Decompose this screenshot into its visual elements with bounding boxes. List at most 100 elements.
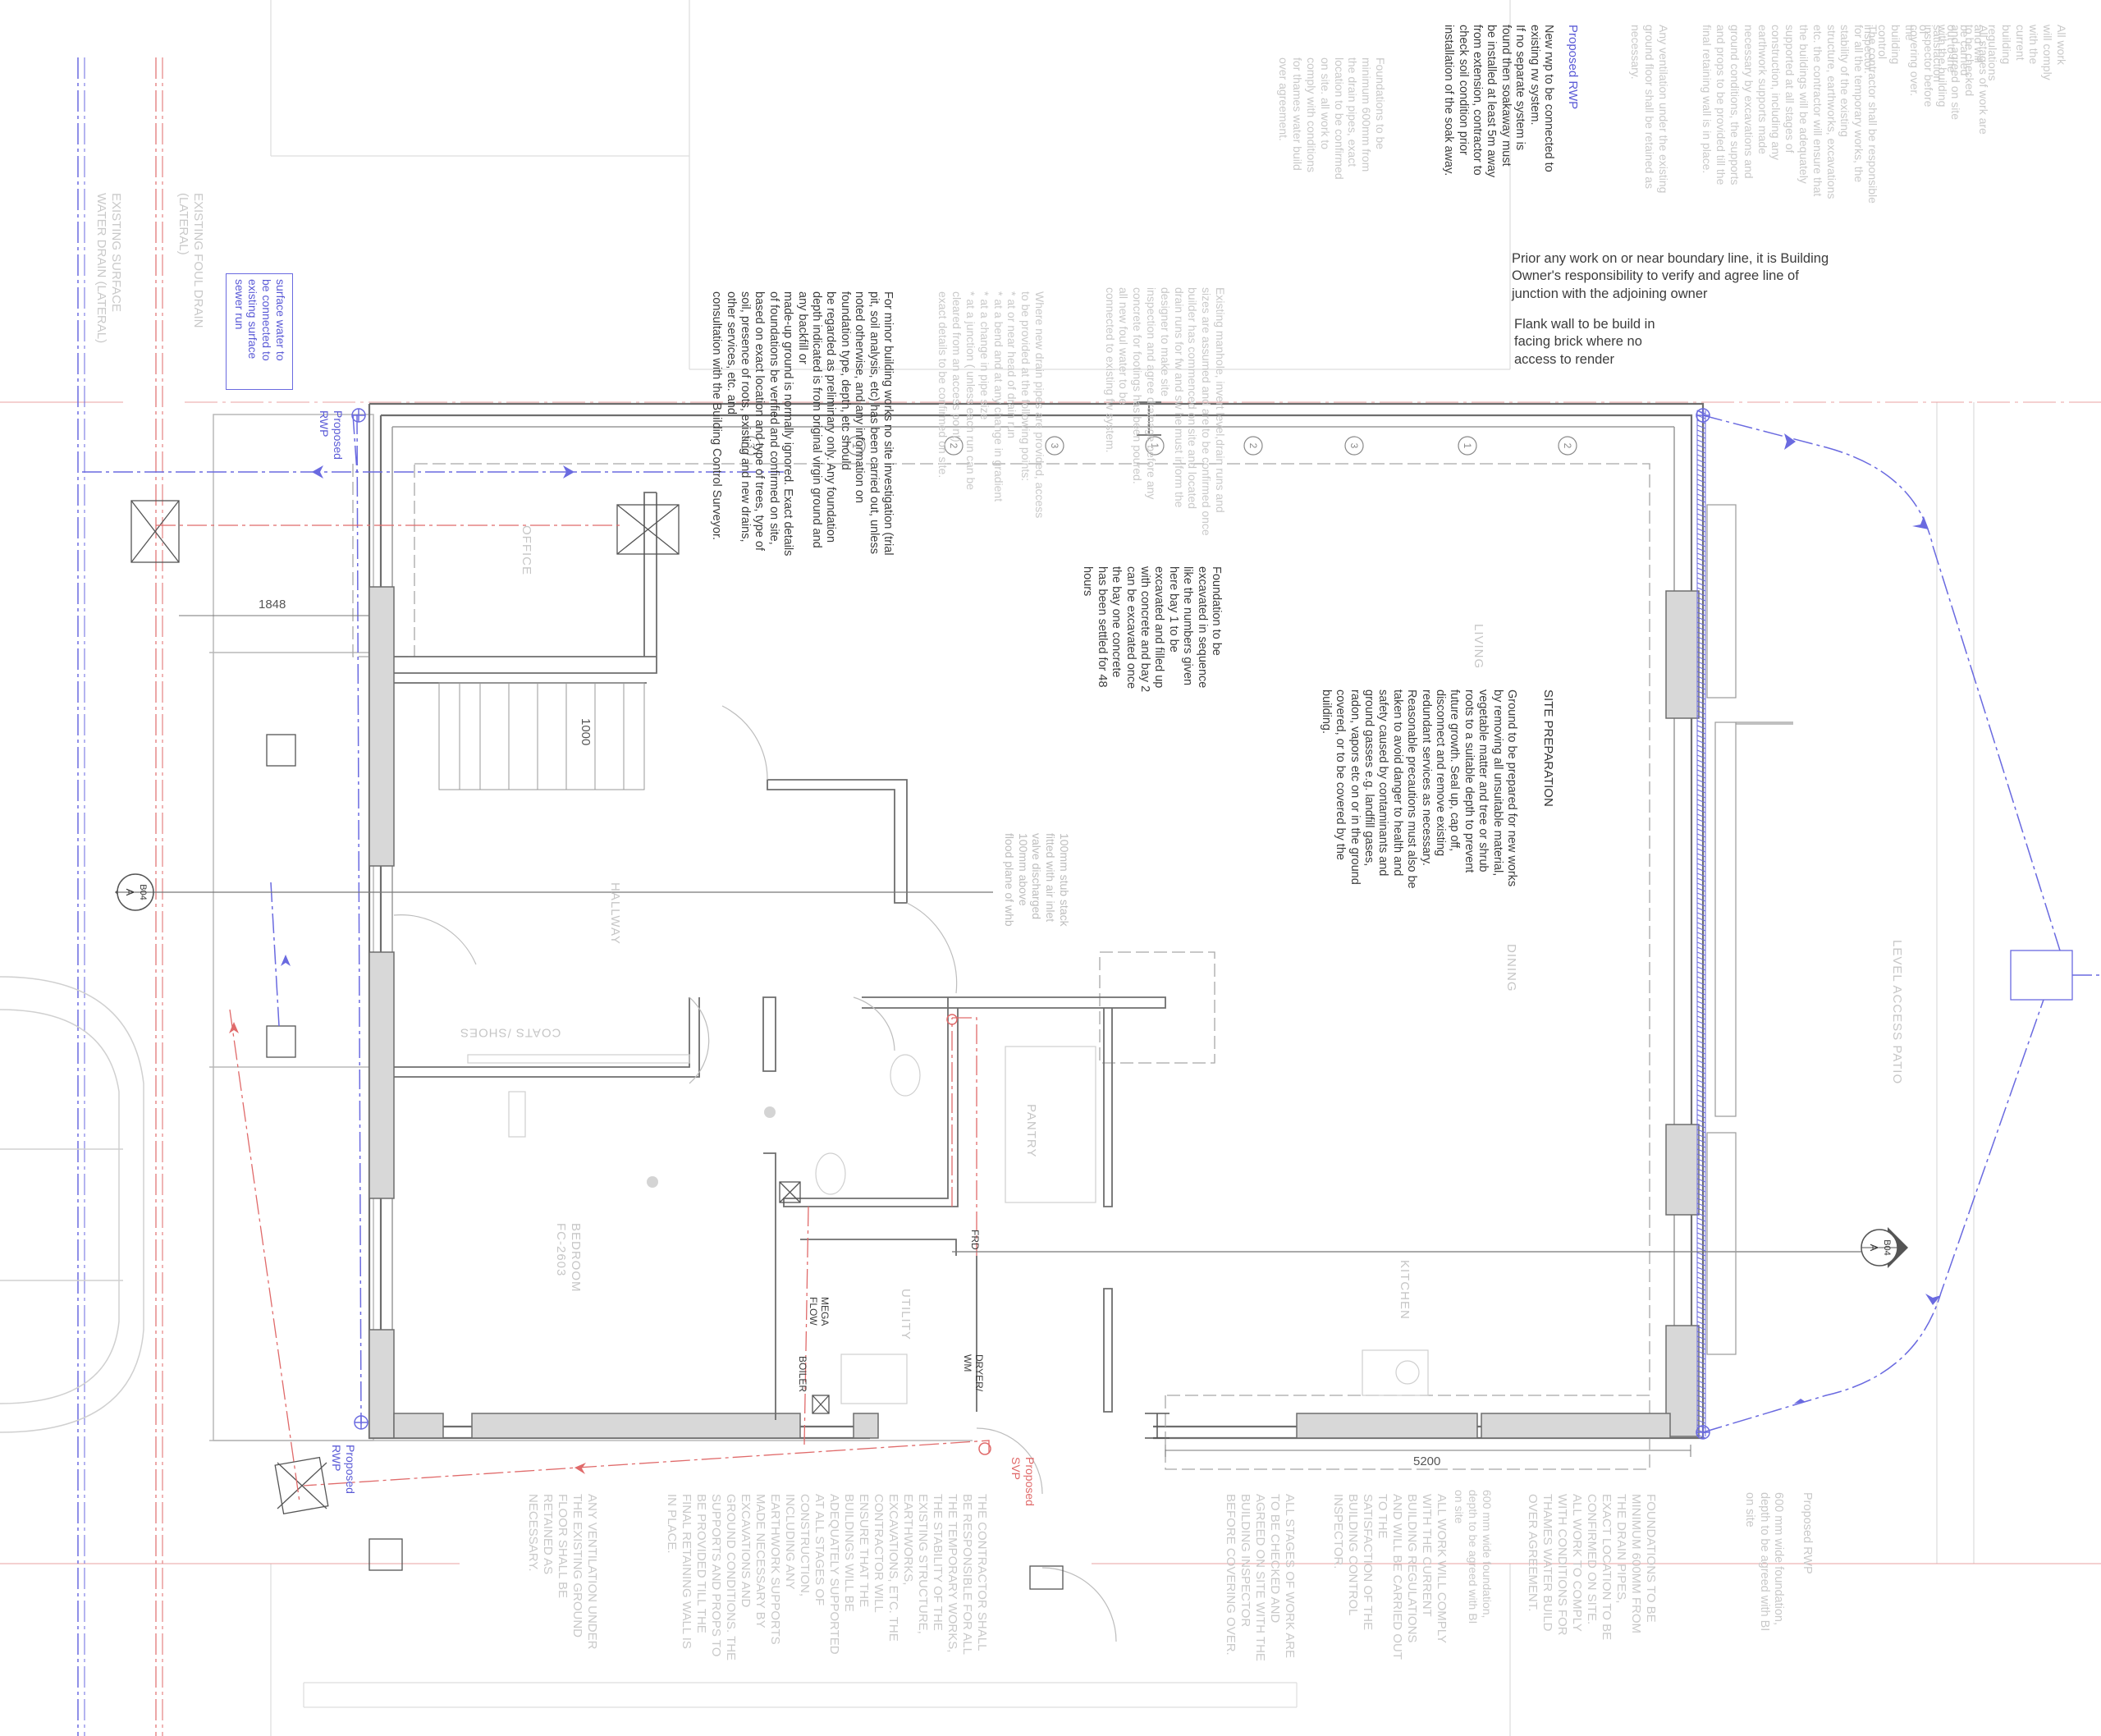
room-pantry: PANTRY: [1024, 1104, 1038, 1158]
cavity-hatch-line: [1696, 735, 1706, 740]
cavity-hatch-line: [1696, 784, 1706, 789]
cavity-hatch-line: [1696, 597, 1706, 602]
room-hallway: HALLWAY: [608, 882, 622, 945]
area-level-access-patio: LEVEL ACCESS PATIO: [1890, 940, 1904, 1085]
cavity-hatch-line: [1696, 572, 1706, 577]
cavity-hatch-line: [1696, 848, 1706, 853]
cavity-hatch-line: [1696, 429, 1706, 434]
cavity-hatch-line: [1696, 695, 1706, 700]
cavity-hatch-line: [1696, 661, 1706, 666]
note-site-investigation: For minor building works no site investi…: [710, 291, 895, 557]
cavity-hatch-line: [1696, 1370, 1706, 1375]
cavity-hatch-line: [1696, 1340, 1706, 1345]
note-foundation-sequence: Foundation to be excavated in sequence l…: [1081, 566, 1223, 693]
cavity-hatch-line: [1696, 1143, 1706, 1148]
section-letter: A: [124, 889, 136, 896]
cavity-hatch-line: [1696, 1030, 1706, 1035]
cavity-hatch-line: [1696, 976, 1706, 981]
cavity-hatch-line: [1696, 887, 1706, 892]
cavity-hatch-line: [1696, 1227, 1706, 1232]
section-lines: [152, 891, 1863, 1253]
cavity-hatch-line: [1696, 740, 1706, 744]
cavity-hatch-line: [1696, 1134, 1706, 1138]
cavity-hatch-line: [1696, 1296, 1706, 1301]
cavity-hatch-line: [1696, 774, 1706, 779]
cavity-hatch-line: [1696, 1010, 1706, 1015]
cavity-hatch-line: [1696, 917, 1706, 922]
cavity-hatch-line: [1696, 1089, 1706, 1094]
cavity-hatch-line: [1696, 434, 1706, 439]
cavity-hatch-line: [1696, 1163, 1706, 1168]
bay-number: 1: [1149, 443, 1160, 449]
cavity-hatch-line: [1696, 651, 1706, 656]
site-outline: [209, 414, 973, 1441]
cavity-hatch-line: [1696, 1276, 1706, 1281]
cavity-hatch-line: [1696, 710, 1706, 715]
cavity-hatch-line: [1696, 882, 1706, 887]
cavity-hatch-line: [1696, 1375, 1706, 1380]
label-dryer-wm: DRYER/ WM: [961, 1354, 985, 1392]
section-sheet-ref: B04: [1882, 1239, 1892, 1256]
wall-blocks: [368, 586, 1700, 1439]
stairs: [438, 682, 645, 790]
room-dining: DINING: [1504, 944, 1518, 992]
cavity-hatch-line: [1696, 671, 1706, 676]
cavity-hatch-line: [1696, 602, 1706, 607]
label-proposed-rwp-top: Proposed RWP: [318, 410, 345, 460]
cavity-hatch-line: [1696, 1350, 1706, 1355]
cavity-hatch-line: [1696, 1434, 1706, 1439]
cavity-hatch-line: [1696, 927, 1706, 932]
manholes: [130, 500, 2073, 1590]
cavity-hatch-line: [1696, 804, 1706, 808]
cavity-hatch-line: [1696, 513, 1706, 518]
cavity-hatch-line: [1696, 754, 1706, 759]
label-megaflow: MEGA FLOW: [807, 1297, 831, 1326]
cavity-hatch-line: [1696, 582, 1706, 587]
cavity-hatch-line: [1696, 1390, 1706, 1395]
cavity-hatch-line: [1696, 813, 1706, 818]
rwp-markers: [351, 408, 1710, 1440]
cavity-hatch-line: [1696, 557, 1706, 562]
cavity-hatch-line: [1696, 474, 1706, 479]
cavity-hatch-line: [1696, 951, 1706, 956]
cavity-hatch-line: [1696, 1005, 1706, 1010]
cavity-hatch-line: [1696, 1409, 1706, 1414]
cavity-hatch-line: [1696, 1286, 1706, 1291]
cavity-hatch-line: [1696, 838, 1706, 843]
cavity-hatch-line: [1696, 454, 1706, 459]
cavity-hatch-line: [1696, 1202, 1706, 1207]
cavity-hatch-line: [1696, 1119, 1706, 1124]
red-flow-arrows: [229, 1022, 586, 1474]
cavity-hatch-line: [1696, 444, 1706, 449]
cavity-hatch-line: [1696, 592, 1706, 597]
cavity-hatch-line: [1696, 991, 1706, 996]
cavity-hatch-line: [1696, 1207, 1706, 1212]
note-b-comply: ALL WORK WILL COMPLY WITH THE CURRENT BU…: [1331, 1494, 1449, 1660]
dimension-1848: 1848: [259, 598, 286, 611]
dimension-1000: 1000: [579, 718, 593, 746]
note-new-rwp: New rwp to be connected to existing rw s…: [1442, 25, 1555, 178]
cavity-hatch-line: [1696, 1217, 1706, 1222]
cavity-hatch-line: [1696, 587, 1706, 592]
cavity-hatch-line: [1696, 1129, 1706, 1134]
bay-number: 1: [1462, 443, 1473, 449]
cavity-hatch-line: [1696, 621, 1706, 626]
drawing-frame: [270, 0, 1975, 1736]
cavity-hatch-line: [1696, 971, 1706, 976]
room-bedroom: BEDROOM FC-2603: [554, 1223, 583, 1293]
cavity-hatch-line: [1696, 1104, 1706, 1109]
note-b-contractor: THE CONTRACTOR SHALL BE RESPONSIBLE FOR …: [665, 1494, 989, 1661]
note-b-foundations-drains: FOUNDATIONS TO BE MINIMUM 600MM FROM THE…: [1526, 1494, 1658, 1641]
label-proposed-svp: Proposed SVP: [1009, 1457, 1037, 1506]
note-access-points: Where new drain pipes are provided, acce…: [936, 291, 1046, 519]
cavity-hatch-line: [1696, 720, 1706, 725]
cavity-hatch-line: [1696, 1040, 1706, 1045]
cavity-hatch-line: [1696, 1316, 1706, 1321]
cavity-hatch-line: [1696, 469, 1706, 474]
cavity-hatch-line: [1696, 912, 1706, 917]
room-utility: UTILITY: [899, 1289, 913, 1340]
cavity-hatch-line: [1696, 1271, 1706, 1276]
bay-numbers: 3 1 2 3 1 2 3 1 2: [745, 443, 1573, 449]
cavity-hatch-line: [1696, 1414, 1706, 1419]
cavity-hatch-line: [1696, 552, 1706, 557]
